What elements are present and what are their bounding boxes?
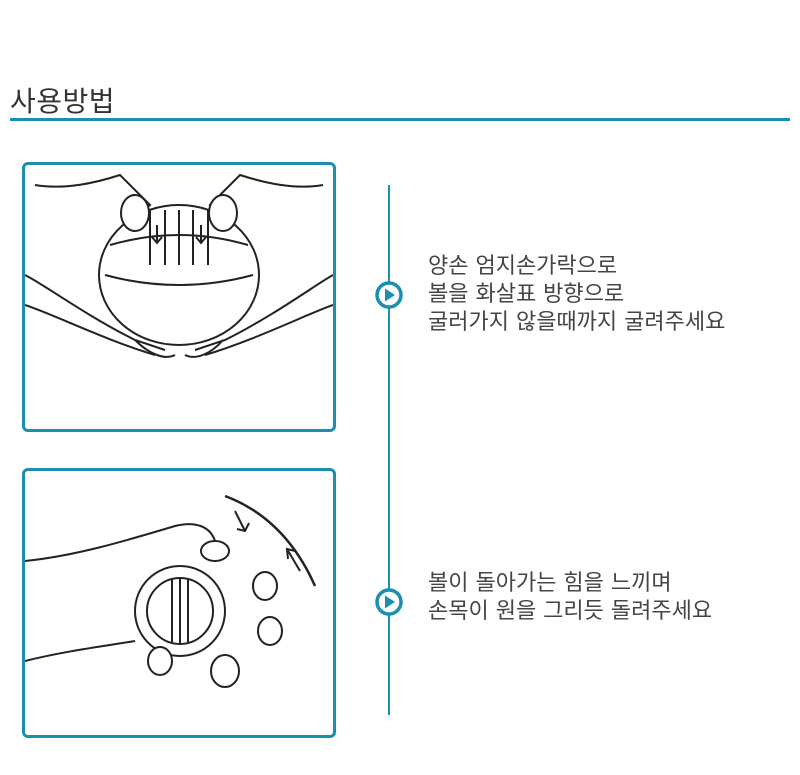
step-1-instructions: 양손 엄지손가락으로 볼을 화살표 방향으로 굴러가지 않을때까지 굴려주세요 bbox=[428, 253, 725, 337]
step-text-line: 손목이 원을 그리듯 돌려주세요 bbox=[428, 599, 713, 624]
step-text-line: 양손 엄지손가락으로 bbox=[428, 254, 618, 279]
play-circle-icon bbox=[375, 588, 403, 616]
illustration-thumbs-rolling-ball bbox=[22, 162, 336, 432]
illustration-wrist-rotation bbox=[22, 468, 336, 738]
step-text-line: 굴러가지 않을때까지 굴려주세요 bbox=[428, 310, 726, 335]
step-text-line: 볼을 화살표 방향으로 bbox=[428, 282, 625, 307]
play-circle-icon bbox=[375, 281, 403, 309]
page-title: 사용방법 bbox=[10, 85, 116, 118]
step-2-instructions: 볼이 돌아가는 힘을 느끼며 손목이 원을 그리듯 돌려주세요 bbox=[428, 570, 712, 626]
step-text-line: 볼이 돌아가는 힘을 느끼며 bbox=[428, 571, 672, 596]
timeline-line bbox=[388, 185, 390, 715]
title-divider bbox=[10, 118, 790, 121]
